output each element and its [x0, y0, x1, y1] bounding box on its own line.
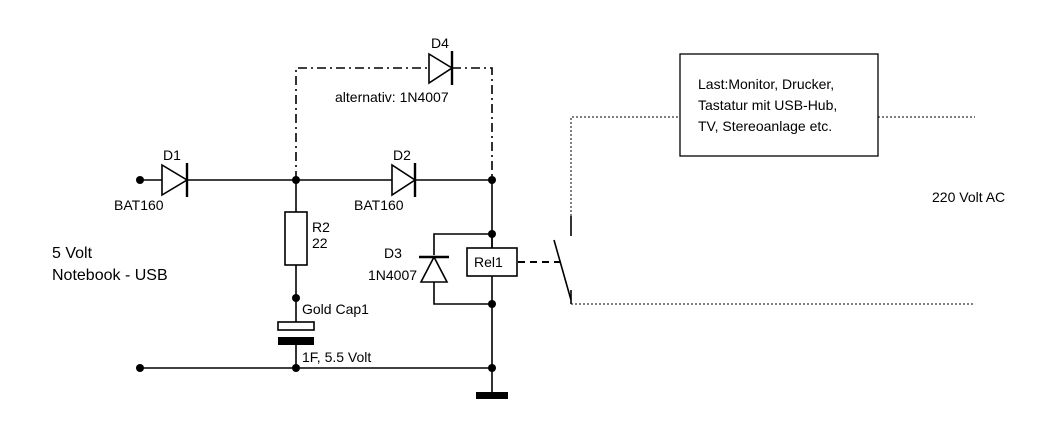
- cap-label: Gold Cap1: [302, 301, 369, 317]
- mains-line-top: [570, 116, 680, 216]
- d3-top-wire: [433, 233, 492, 255]
- diode-d4: [428, 51, 454, 85]
- d3-label: D3: [384, 245, 402, 261]
- terminal-input-plus: [136, 176, 144, 184]
- d1-type: BAT160: [114, 197, 164, 213]
- load-line-1: Last:Monitor, Drucker,: [698, 76, 834, 92]
- junction-relay-top: [488, 176, 496, 184]
- load-line-3: TV, Stereoanlage etc.: [698, 118, 832, 134]
- d3-bottom-wire: [433, 280, 492, 305]
- load-box: [679, 53, 879, 157]
- junction-d3-bottom: [488, 300, 496, 308]
- r2-label: R2: [312, 219, 330, 235]
- diode-d2: [391, 163, 417, 197]
- source-label-voltage: 5 Volt: [52, 245, 93, 262]
- load-line-2: Tastatur mit USB-Hub,: [698, 97, 837, 113]
- d4-type: alternativ: 1N4007: [335, 89, 449, 105]
- relay-label: Rel1: [474, 254, 503, 270]
- junction-r2-cap: [292, 294, 300, 302]
- diode-d1: [161, 163, 189, 197]
- mains-label: 220 Volt AC: [932, 189, 1005, 205]
- relay-switch-contact: [553, 239, 572, 301]
- d1-label: D1: [163, 147, 181, 163]
- d4-label: D4: [431, 35, 449, 51]
- junction-cap-bottom: [292, 364, 300, 372]
- cap-value: 1F, 5.5 Volt: [302, 349, 371, 365]
- junction-r2-top: [292, 176, 300, 184]
- d4-alternative-path: [295, 67, 427, 180]
- junction-d3-top: [488, 230, 496, 238]
- resistor-r2: [284, 211, 308, 266]
- source-label-origin: Notebook - USB: [52, 267, 168, 284]
- junction-ground: [488, 364, 496, 372]
- r2-value: 22: [312, 235, 328, 251]
- d2-label: D2: [393, 147, 411, 163]
- diode-d3: [419, 255, 449, 283]
- gold-cap-capacitor: [277, 321, 315, 345]
- terminal-input-minus: [136, 364, 144, 372]
- ground-symbol: [476, 392, 508, 399]
- relay-coil: [466, 247, 518, 277]
- d4-alternative-path-right: [452, 67, 493, 180]
- d3-type: 1N4007: [368, 267, 417, 283]
- d2-type: BAT160: [354, 197, 404, 213]
